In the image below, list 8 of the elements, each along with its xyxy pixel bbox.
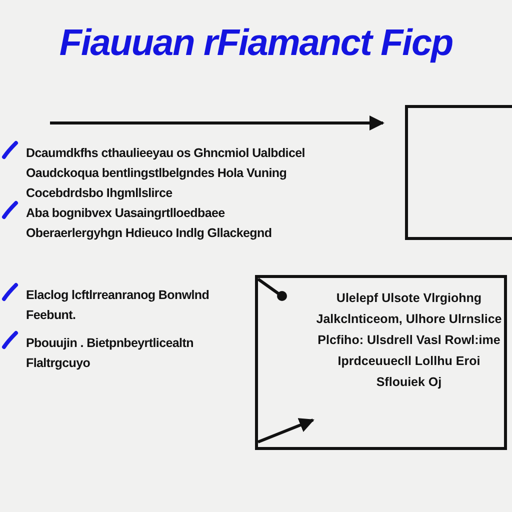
empty-box <box>405 105 512 240</box>
bullet-text: Pbouujin . Bietpnbeyrtlicealtn Flaltrgcuyo <box>26 335 194 372</box>
text-box <box>255 275 507 450</box>
bullet-text: Dcaumdkfhs cthaulieeyau os Ghncmiol Ualbdicel Oaudckoqua bentlingstlbelgndes Hola Vuning Cocebdrdsbo Ihgmllslirce <box>26 145 306 202</box>
box-text: Ulelepf Ulsote Vlrgiohng Jalkclnticeom, Ulhore Ulrnslice Plcfiho: Ulsdrell Vasl Rowl:ime Iprdceuuecll Lollhu Eroi Sflouiek Oj <box>316 290 502 391</box>
title: Fiauuan rFiamanct Ficp <box>58 22 454 64</box>
bullet-text: Elaclog lcftlrreanranog Bonwlnd Feebunt. <box>26 287 210 324</box>
bullet-text: Aba bognibvex Uasaingrtlloedbaee Oberaerlergyhgn Hdieuco Indlg Gllackegnd <box>26 205 273 242</box>
